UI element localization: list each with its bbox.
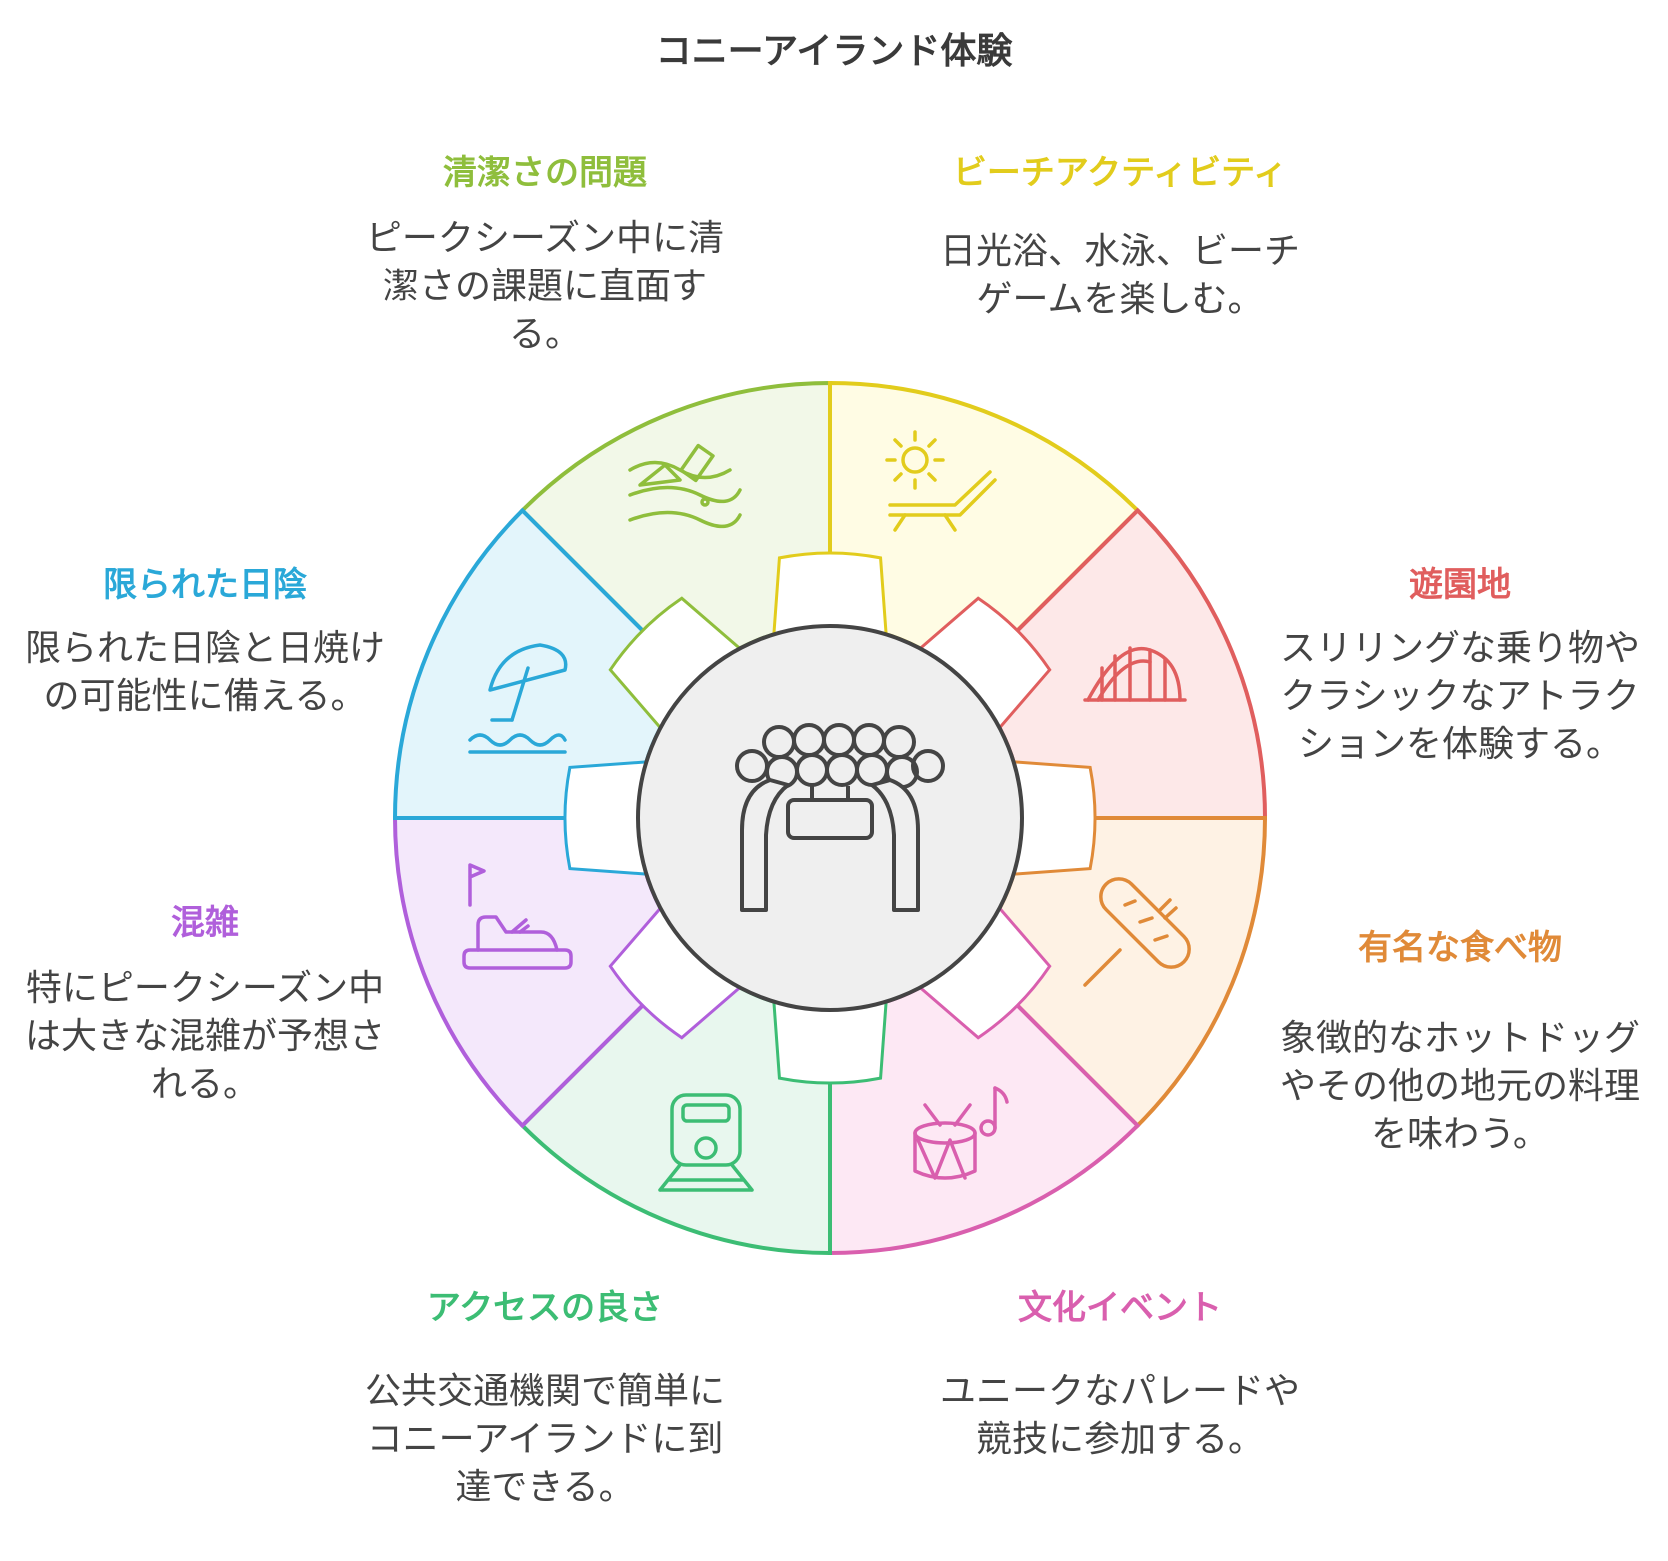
coney-island-arch-icon bbox=[735, 723, 945, 912]
polluted-beach-icon bbox=[628, 443, 742, 529]
segment-title-crowd: 混雑 bbox=[171, 903, 239, 943]
segment-desc-crowd: 特にピークシーズン中は大きな混雑が予想される。 bbox=[25, 968, 386, 1105]
notch-culture bbox=[917, 905, 1052, 1040]
segment-desc-cleanliness: ピークシーズン中に清潔さの課題に直面する。 bbox=[365, 218, 725, 355]
segment-desc-culture: ユニークなパレードや競技に参加する。 bbox=[940, 1371, 1301, 1460]
drum-icon bbox=[913, 1086, 1009, 1180]
roller-coaster-icon bbox=[1083, 646, 1187, 702]
segment-desc-shade: 限られた日陰と日焼けの可能性に備える。 bbox=[25, 628, 386, 717]
segment-desc-beach: 日光浴、水泳、ビーチゲームを楽しむ。 bbox=[940, 231, 1301, 320]
segment-title-beach: ビーチアクティビティ bbox=[952, 153, 1288, 193]
sun-lounger-icon bbox=[885, 430, 997, 532]
notch-shade bbox=[563, 760, 648, 876]
page-title: コニーアイランド体験 bbox=[655, 31, 1013, 72]
segment-desc-access: 公共交通機関で簡単にコニーアイランドに到達できる。 bbox=[365, 1371, 726, 1508]
notch-beach bbox=[772, 551, 888, 636]
notch-food bbox=[1012, 760, 1097, 876]
segment-title-cleanliness: 清潔さの問題 bbox=[443, 153, 647, 193]
segment-title-food: 有名な食べ物 bbox=[1358, 928, 1562, 968]
hot-dog-icon bbox=[1083, 877, 1191, 987]
notch-crowd bbox=[608, 905, 743, 1040]
segment-title-culture: 文化イベント bbox=[1018, 1288, 1222, 1328]
train-icon bbox=[658, 1093, 754, 1192]
notch-cleanliness bbox=[608, 596, 743, 731]
notch-amusement bbox=[917, 596, 1052, 731]
segment-title-access: アクセスの良さ bbox=[426, 1288, 664, 1328]
segment-title-shade: 限られた日陰 bbox=[103, 565, 307, 605]
segment-desc-amusement: スリリングな乗り物やクラシックなアトラクションを体験する。 bbox=[1280, 628, 1641, 765]
bumper-car-icon bbox=[462, 863, 573, 970]
segment-desc-food: 象徴的なホットドッグやその他の地元の料理を味わう。 bbox=[1280, 1018, 1641, 1155]
beach-umbrella-icon bbox=[468, 643, 568, 754]
notch-access bbox=[772, 1000, 888, 1085]
segment-title-amusement: 遊園地 bbox=[1409, 565, 1511, 605]
